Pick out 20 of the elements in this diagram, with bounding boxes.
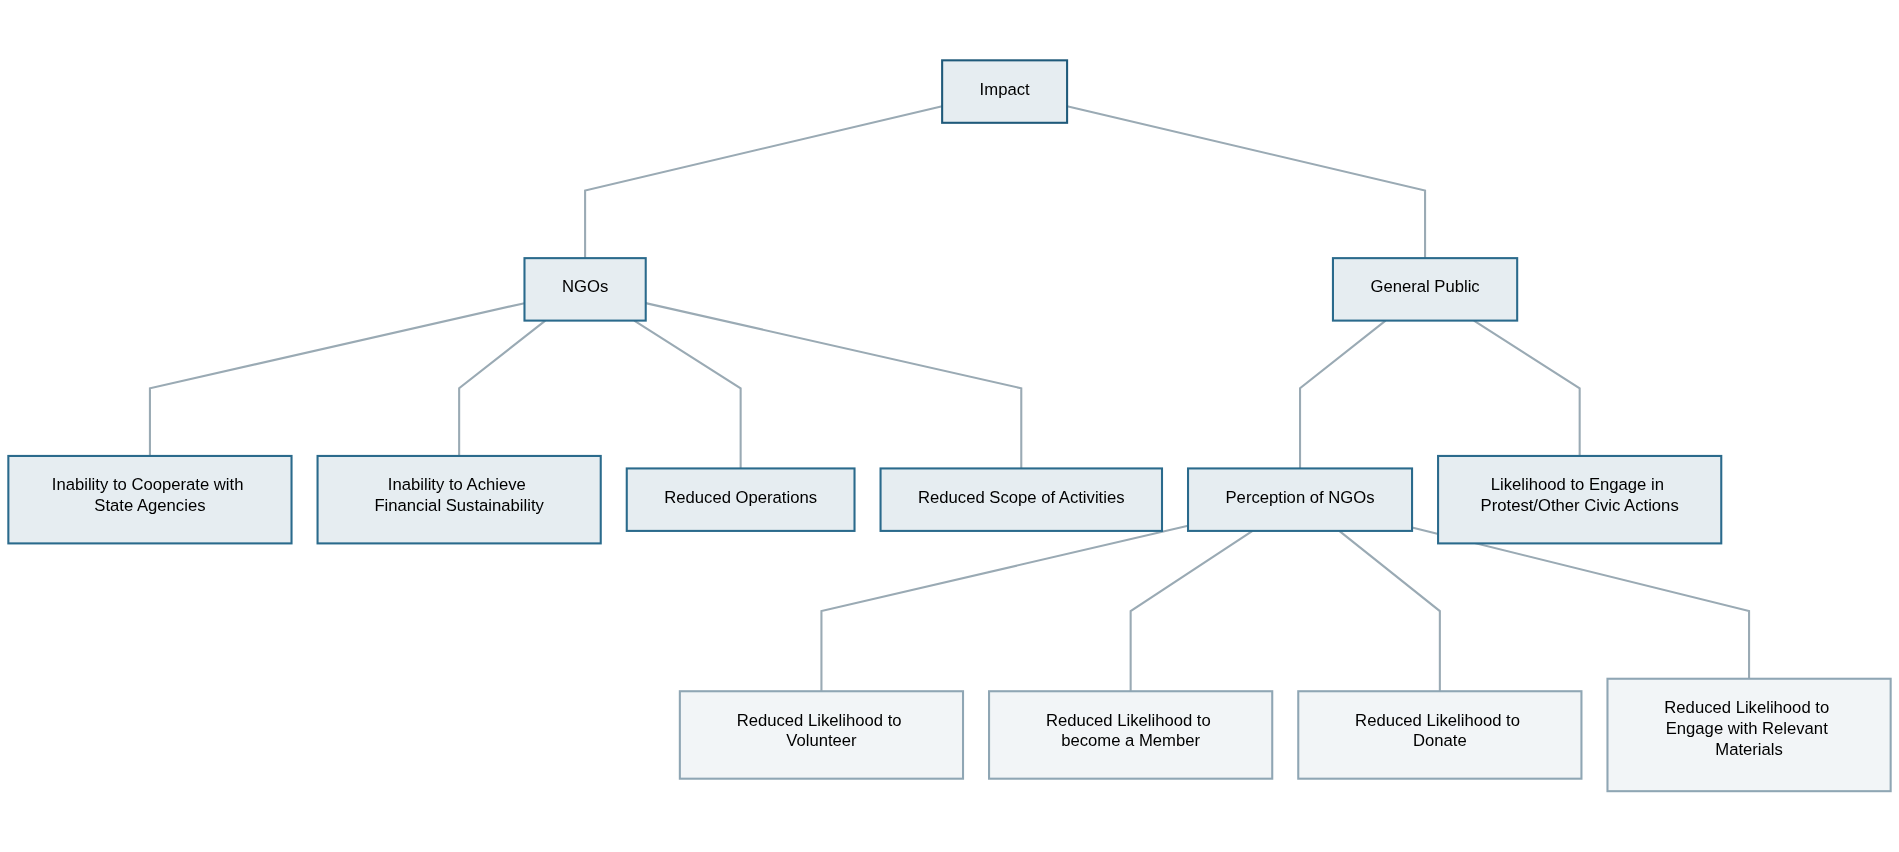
node-box: Inability to Cooperate with State Agencies — [7, 455, 293, 545]
node-box: Inability to Achieve Financial Sustainability — [316, 455, 602, 545]
connector — [458, 320, 546, 457]
node-box: Impact — [941, 59, 1069, 125]
connector — [584, 105, 943, 259]
connector — [1299, 320, 1387, 469]
node-box: Reduced Likelihood to Engage with Relevant Materials — [1606, 677, 1892, 793]
node-box: General Public — [1331, 257, 1519, 322]
node-box: Reduced Likelihood to become a Member — [988, 690, 1274, 780]
connector — [820, 524, 1189, 692]
node-box: Reduced Scope of Activities — [879, 467, 1164, 533]
node-box: Likelihood to Engage in Protest/Other Civic Actions — [1437, 455, 1723, 545]
node-box: Perception of NGOs — [1187, 467, 1414, 533]
node-box: NGOs — [523, 257, 647, 322]
connector — [645, 302, 1023, 469]
connector — [1411, 526, 1751, 679]
connector — [148, 302, 525, 457]
node-box: Reduced Likelihood to Volunteer — [678, 690, 965, 780]
node-box: Reduced Likelihood to Donate — [1297, 690, 1583, 780]
node-box: Reduced Operations — [625, 467, 856, 533]
